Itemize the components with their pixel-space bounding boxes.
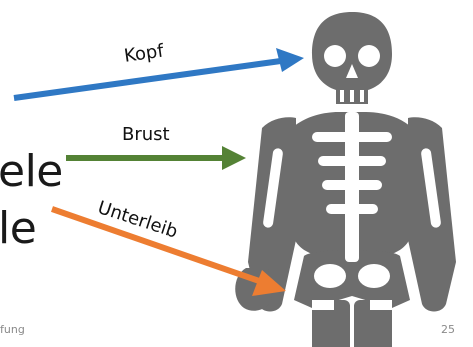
page-number: 25 [441,323,455,336]
body-text-line-1: ele [0,150,63,194]
arrow-brust [66,146,246,170]
body-text-line-2: le [0,207,36,251]
arrow-label-brust: Brust [122,126,170,144]
footer-text: fung [0,323,25,336]
